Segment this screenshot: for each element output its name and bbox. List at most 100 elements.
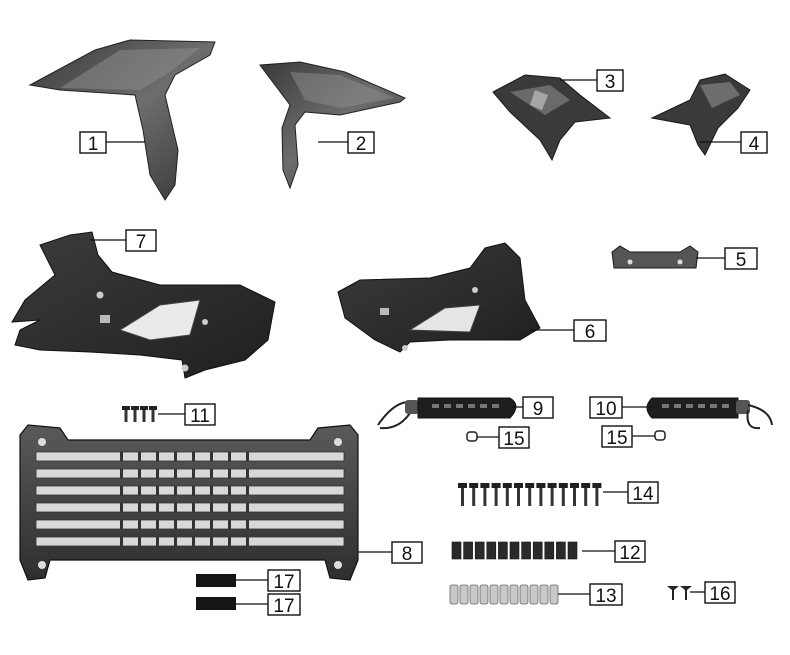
callout-label: 1: [88, 134, 99, 155]
screw-head: [480, 483, 490, 488]
washer: [549, 584, 559, 605]
grille-divider: [138, 537, 141, 546]
grille-divider: [246, 503, 249, 512]
turn-signal-leds: [662, 404, 729, 408]
grille-divider: [120, 520, 123, 529]
led-segment: [710, 404, 717, 408]
screw-shank: [539, 488, 543, 506]
grille-slat: [35, 468, 345, 479]
bolt: [131, 406, 139, 410]
led-segment: [468, 404, 475, 408]
bolt-shank: [133, 410, 137, 422]
screw-shank: [517, 488, 520, 506]
callout-label: 13: [595, 586, 616, 607]
callout-label: 17: [273, 572, 294, 593]
grille-divider: [174, 537, 177, 546]
callout-label: 7: [136, 232, 147, 253]
screw-head: [581, 483, 591, 488]
right-upper-front-cowl: [259, 61, 406, 190]
screw-head: [469, 483, 479, 488]
left-upper-front-cowl: [28, 39, 216, 201]
callout-c10: 10: [589, 396, 623, 420]
bolt: [140, 406, 148, 410]
grille-divider: [210, 520, 213, 529]
grille-divider: [156, 486, 159, 495]
led-segment: [480, 404, 487, 408]
grille-slat: [35, 485, 345, 496]
screw-shank: [561, 488, 565, 506]
washer: [479, 584, 489, 605]
callout-label: 15: [606, 428, 627, 449]
screw-shank: [595, 488, 599, 506]
screw-shank: [472, 488, 476, 506]
bolt-shank: [151, 410, 155, 422]
grille-divider: [210, 452, 213, 461]
foam-pad-upper: [196, 574, 236, 587]
radiator-grille: [19, 424, 359, 581]
grille-divider: [228, 452, 231, 461]
callout-label: 3: [605, 72, 616, 93]
grille-divider: [138, 486, 141, 495]
grille-divider: [138, 452, 141, 461]
leader-lines: [90, 79, 741, 605]
led-segment: [444, 404, 451, 408]
callout-label: 11: [190, 406, 210, 427]
callout-label: 5: [736, 250, 747, 271]
grille-divider: [228, 520, 231, 529]
grille-divider: [246, 469, 249, 478]
clip-nut: [451, 541, 462, 560]
led-segment: [662, 404, 669, 408]
screw-head: [525, 483, 535, 488]
callout-c15b: 15: [601, 425, 633, 449]
grille-divider: [120, 486, 123, 495]
bolts-set-small: [122, 406, 157, 422]
callout-label: 14: [632, 484, 654, 505]
callout-c17b: 17: [267, 593, 301, 617]
screw-shank: [483, 488, 487, 506]
led-segment: [686, 404, 693, 408]
screws-row: [458, 483, 602, 506]
grille-divider: [174, 469, 177, 478]
washer: [529, 584, 539, 605]
led-segment: [492, 404, 499, 408]
callout-c6: 6: [573, 319, 607, 343]
clip-nut: [509, 541, 520, 560]
clip-nut: [544, 541, 555, 560]
grille-divider: [174, 486, 177, 495]
grille-divider: [192, 486, 195, 495]
callout-label: 17: [273, 596, 294, 617]
right-inner-bracket: [650, 73, 751, 156]
callout-c7: 7: [125, 229, 157, 253]
led-segment: [698, 404, 705, 408]
clip-nuts: [451, 541, 578, 560]
callout-label: 10: [595, 399, 616, 420]
mount-bracket: [611, 245, 699, 269]
left-turn-signal: [377, 397, 517, 430]
washer: [539, 584, 549, 605]
bolt-shank: [142, 410, 146, 422]
screw-shank: [528, 488, 532, 506]
grille-divider: [228, 503, 231, 512]
clip-nut: [486, 541, 497, 560]
left-side-fairing: [11, 231, 276, 379]
grille-divider: [120, 469, 123, 478]
rivets: [667, 586, 692, 600]
grille-divider: [192, 452, 195, 461]
screw-head: [570, 483, 579, 488]
callout-label: 9: [533, 399, 544, 420]
washers: [449, 584, 559, 605]
callout-c8: 8: [391, 541, 423, 565]
bolt: [122, 406, 130, 410]
clip-nut: [498, 541, 508, 560]
grille-divider: [156, 503, 159, 512]
led-segment: [456, 404, 463, 408]
callout-label: 2: [356, 134, 367, 155]
grille-slat: [35, 451, 345, 462]
callout-label: 15: [503, 429, 524, 450]
grille-divider: [138, 469, 141, 478]
grille-divider: [174, 503, 177, 512]
callout-label: 4: [749, 134, 760, 155]
grommet-right: [654, 430, 666, 441]
foam-pad-lower: [196, 597, 236, 610]
